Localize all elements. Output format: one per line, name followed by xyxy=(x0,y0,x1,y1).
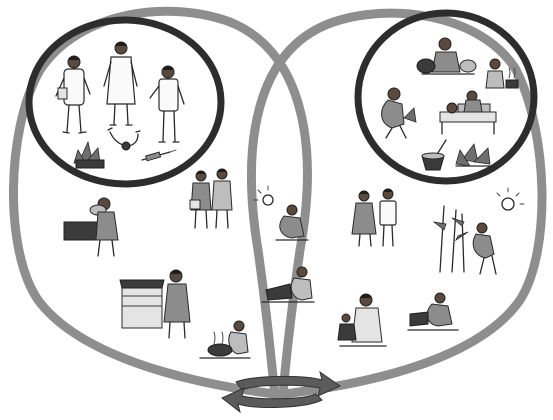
mortar-scene xyxy=(422,140,446,170)
patient-on-bed-scene xyxy=(440,91,496,134)
market-stall-woman-scene xyxy=(120,270,190,338)
couple-scene xyxy=(352,189,396,247)
patient-figure xyxy=(150,66,184,142)
doctor-figure xyxy=(56,56,90,133)
syringe xyxy=(142,150,176,161)
nurse-figure xyxy=(104,42,137,125)
seated-woman-sun-scene xyxy=(254,186,308,240)
right-outer-loop xyxy=(251,13,542,395)
bent-figure-scene xyxy=(382,88,416,138)
healer-with-pots-scene xyxy=(417,38,476,74)
stethoscope xyxy=(108,128,140,150)
herbs-scene xyxy=(456,144,494,166)
woman-with-child-scene xyxy=(338,294,386,346)
woman-cooking-scene xyxy=(200,321,250,358)
farmer-maize-field-scene xyxy=(434,188,524,274)
two-women-scene xyxy=(190,169,232,229)
medical-plants xyxy=(74,142,104,168)
left-outer-loop xyxy=(13,11,307,395)
woman-carrying-basket-scene xyxy=(64,198,118,256)
woman-working-scene xyxy=(262,267,314,302)
kneeling-woman-scene xyxy=(408,293,458,330)
